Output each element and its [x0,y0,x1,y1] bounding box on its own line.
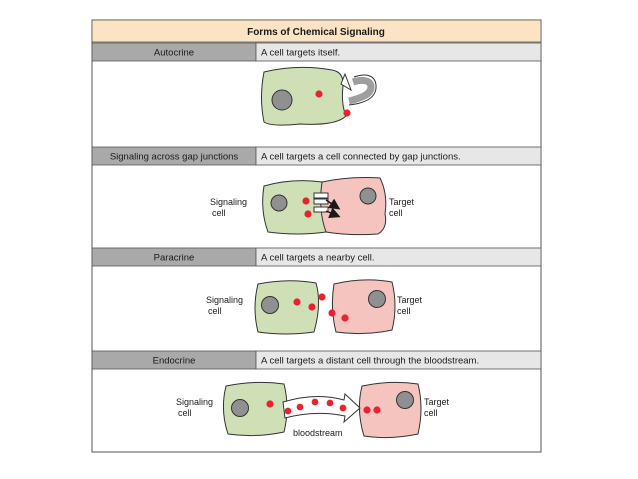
gap-signaling-nucleus [270,194,288,212]
autocrine-return-arrow-head [340,72,352,92]
gap-target-cell [319,177,387,236]
gap-junction-illustration: Signaling cell Target cell [210,177,415,236]
paracrine-ligand [341,314,349,322]
paracrine-target-cell [331,279,396,335]
gap-signaling-cell-label-line2: cell [212,208,226,218]
autocrine-return-arrow [348,76,375,105]
row-autocrine-label: Autocrine [154,48,194,59]
gap-ligand [304,210,312,218]
endocrine-ligand [339,404,347,412]
paracrine-target-cell-label-line2: cell [397,306,411,316]
row-paracrine-label: Paracrine [154,253,195,264]
paracrine-signaling-nucleus [261,296,279,314]
endocrine-ligand [266,400,274,408]
row-endocrine-label: Endocrine [153,356,196,367]
row-gap-desc-bg [255,146,542,166]
paracrine-signaling-cell-label-line2: cell [208,306,222,316]
title-bar [91,19,542,43]
endocrine-signaling-nucleus [231,399,249,417]
autocrine-ligand [315,90,323,98]
endocrine-signaling-cell [222,381,288,437]
paracrine-ligand [308,303,316,311]
gap-transfer-arrow [325,198,341,210]
row-gap-description: A cell targets a cell connected by gap j… [261,152,461,163]
row-endocrine-desc-bg [255,350,542,370]
gap-junction-channel [313,192,329,199]
paracrine-ligand [293,298,301,306]
paracrine-target-cell-label-line1: Target [397,295,423,305]
endocrine-target-nucleus [396,391,414,409]
figure-title: Forms of Chemical Signaling [247,27,385,38]
row-autocrine-desc-bg [255,42,542,62]
row-endocrine-description: A cell targets a distant cell through th… [261,356,479,367]
endocrine-ligand [326,399,334,407]
gap-transfer-arrow [325,207,341,218]
endocrine-signaling-cell-label-line2: cell [178,408,192,418]
autocrine-ligand [343,109,351,117]
gap-signaling-cell-label-line1: Signaling [210,197,247,207]
gap-ligand [302,197,310,205]
gap-target-cell-label-line1: Target [389,197,415,207]
paracrine-signaling-cell [254,280,320,335]
row-autocrine-description: A cell targets itself. [261,48,340,59]
row-paracrine-desc-bg [255,247,542,267]
row-paracrine-description: A cell targets a nearby cell. [261,253,375,264]
paracrine-illustration: Signaling cell Target cell [206,279,423,335]
autocrine-return-arrow-outline [348,74,377,106]
gap-junction-channel [313,198,329,205]
endocrine-ligand [311,398,319,406]
endocrine-signaling-cell-label-line1: Signaling [176,397,213,407]
gap-target-nucleus [359,187,377,205]
bloodstream-label: bloodstream [293,428,343,438]
paracrine-signaling-cell-label-line1: Signaling [206,295,243,305]
endocrine-ligand [363,406,371,414]
paracrine-ligand [318,293,326,301]
endocrine-target-cell-label-line2: cell [424,408,438,418]
paracrine-ligand [328,309,336,317]
endocrine-ligand [373,406,381,414]
gap-target-cell-label-line2: cell [389,208,403,218]
endocrine-ligand [284,407,292,415]
row-gap-label: Signaling across gap junctions [110,152,239,163]
endocrine-ligand [296,403,304,411]
autocrine-illustration [261,66,377,126]
bloodstream-arrow [282,392,361,424]
paracrine-target-nucleus [368,290,386,308]
endocrine-illustration: bloodstream Signaling cell Target cell [176,381,450,439]
gap-signaling-cell [262,180,327,235]
endocrine-target-cell-label-line1: Target [424,397,450,407]
autocrine-nucleus [271,89,293,111]
